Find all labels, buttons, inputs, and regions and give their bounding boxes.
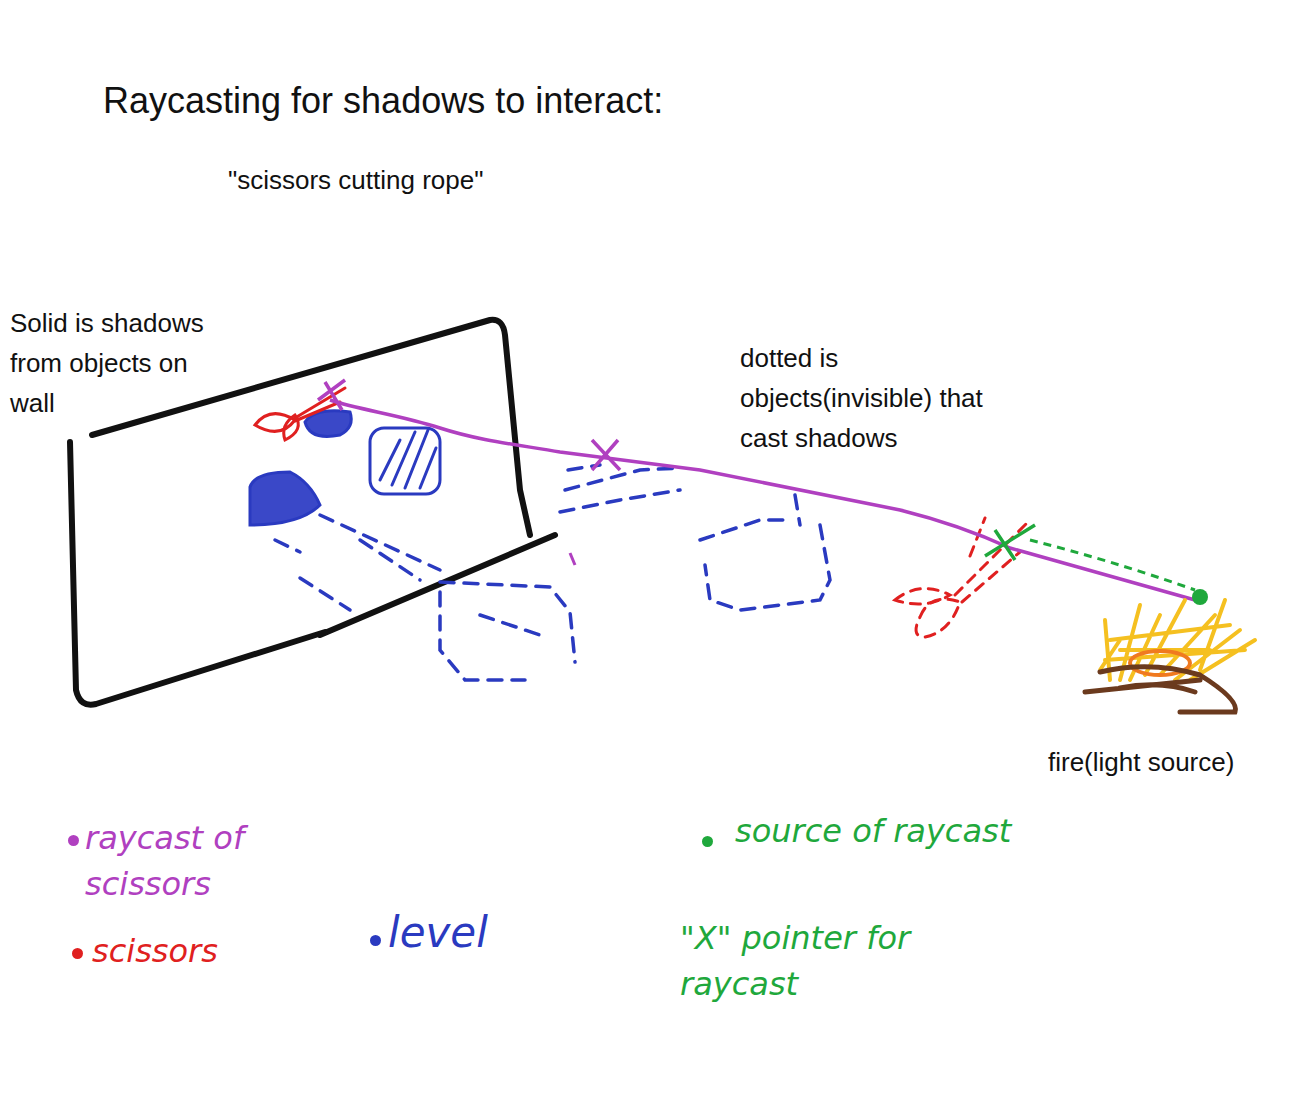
note-label: "scissors cutting rope" [228, 163, 483, 197]
legend-text: scissors [92, 932, 218, 970]
note-label: fire(light source) [1048, 745, 1234, 779]
stray-mark [570, 553, 575, 565]
dashed-object [320, 515, 440, 570]
legend-text: level [388, 908, 488, 957]
legend-text: "X" pointer for raycast [680, 919, 910, 1003]
pointer-x [985, 525, 1035, 560]
dashed-object [480, 615, 540, 635]
dashed-object [560, 490, 680, 512]
dashed-object [565, 468, 680, 490]
legend-swatch [702, 836, 713, 847]
legend-swatch [370, 935, 381, 946]
pointer-line [1030, 540, 1195, 590]
scissors-loop [916, 599, 960, 637]
wall-outline [70, 442, 325, 705]
scissors-loop [255, 414, 295, 432]
raycast-hit-x [318, 380, 345, 410]
dashed-object [795, 495, 800, 525]
level-shadows [250, 411, 440, 525]
dashed-object [700, 520, 790, 540]
dashed-object [440, 592, 525, 680]
legend-item: raycast of scissors [85, 815, 335, 907]
legend-item: scissors [92, 928, 342, 974]
dashed-object [705, 525, 830, 610]
legend-text: raycast of scissors [85, 819, 244, 903]
raycast-source [1192, 589, 1208, 605]
dashed-object [275, 540, 300, 552]
title: Raycasting for shadows to interact: [103, 80, 663, 122]
dashed-object [360, 540, 420, 580]
legend-swatch [72, 948, 83, 959]
note-label: dotted is objects(invisible) that cast s… [740, 338, 995, 458]
note-label: Solid is shadows from objects on wall [10, 303, 238, 423]
scissors-loop [895, 589, 950, 604]
legend-text: source of raycast [735, 812, 1011, 850]
legend-item: source of raycast [735, 808, 1015, 854]
shadow-shape [370, 428, 440, 494]
logs [1085, 667, 1236, 712]
dashed-object [300, 578, 350, 610]
shadow-shape [250, 472, 320, 525]
raycast-hit-x [592, 440, 620, 470]
dashed-object [440, 582, 575, 662]
shadow-hatch [380, 430, 436, 488]
legend-item: "X" pointer for raycast [680, 915, 1010, 1007]
scissors-object [895, 518, 1030, 637]
invisible-objects [275, 465, 830, 680]
legend-item: level [388, 905, 588, 961]
legend-swatch [68, 835, 79, 846]
